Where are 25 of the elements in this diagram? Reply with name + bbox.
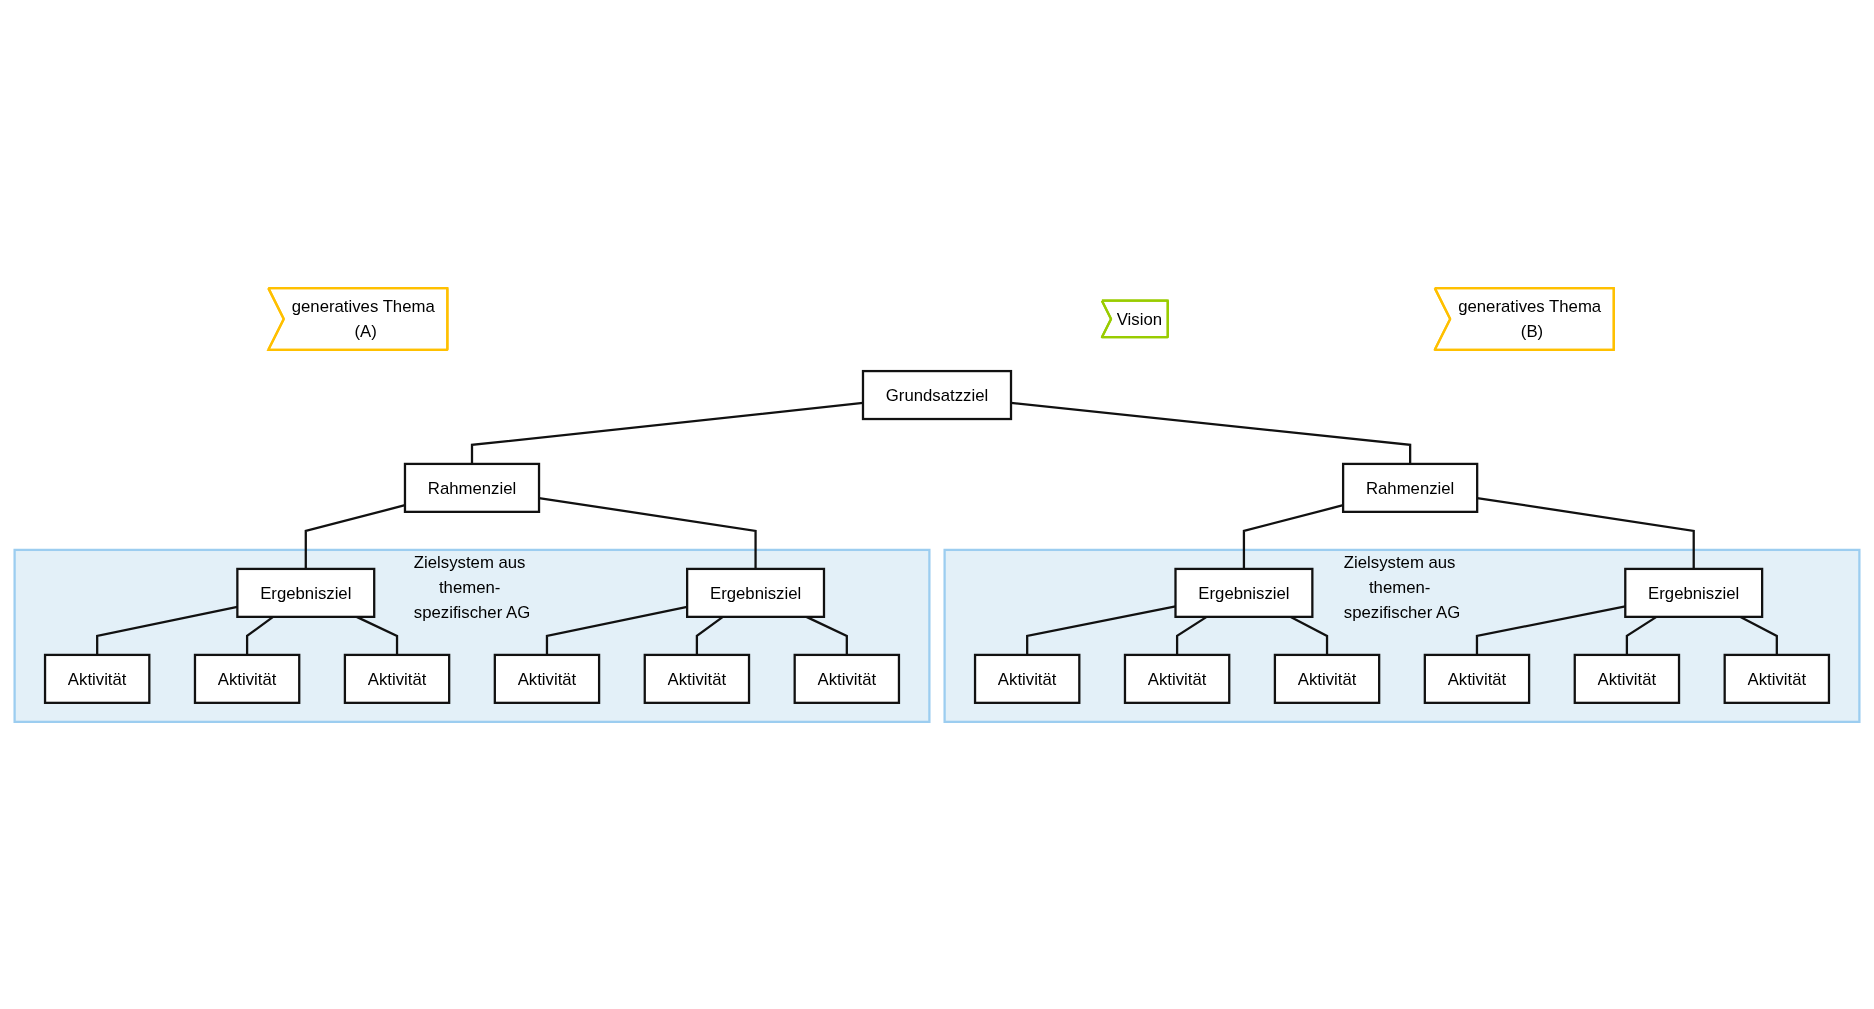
node-box: Aktivität [643, 653, 751, 704]
node-box: Aktivität [193, 653, 301, 704]
node-box: Ergebnisziel [686, 567, 826, 618]
node-box: Aktivität [793, 653, 901, 704]
node-box: Aktivität [43, 653, 151, 704]
connector [1026, 604, 1176, 655]
node-box: Aktivität [1723, 653, 1831, 704]
connector [96, 605, 238, 655]
node-box: Ergebnisziel [236, 567, 376, 618]
node-box: Rahmenziel [403, 462, 541, 513]
connector [1475, 604, 1626, 655]
connector [545, 605, 688, 655]
node-box: Aktivität [493, 653, 601, 704]
node-box: Grundsatzziel [861, 369, 1013, 420]
node-box: Ergebnisziel [1174, 567, 1314, 618]
connector [1477, 496, 1695, 569]
node-box: Aktivität [973, 653, 1081, 704]
node-box: Aktivität [1423, 653, 1531, 704]
node-box: Aktivität [1273, 653, 1381, 704]
node-box: Rahmenziel [1341, 462, 1479, 513]
connector [1242, 503, 1344, 569]
node-box: Aktivität [1123, 653, 1231, 704]
node-box: Aktivität [343, 653, 451, 704]
node-box: Ergebnisziel [1624, 567, 1764, 618]
node-box: Aktivität [1573, 653, 1681, 704]
